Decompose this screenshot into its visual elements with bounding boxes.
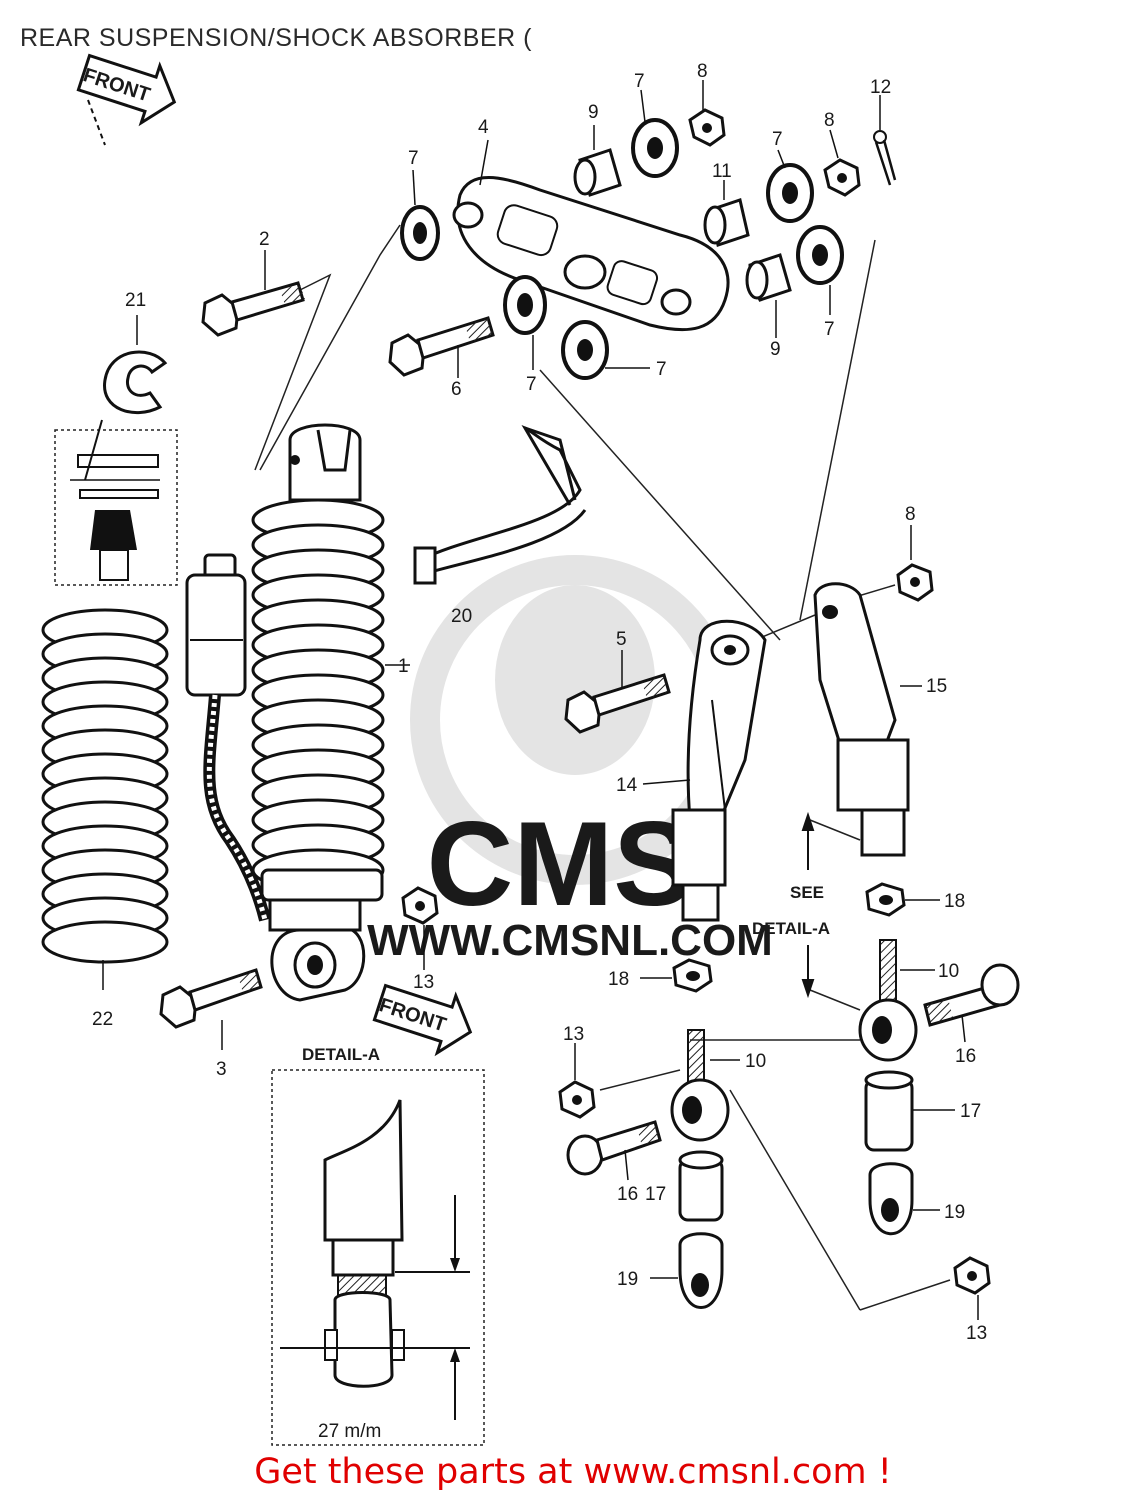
bolt-16-middle	[566, 1120, 662, 1176]
part-label-1: 1	[398, 656, 409, 677]
bolt-3	[159, 968, 263, 1029]
nut-8-b	[823, 158, 861, 197]
shock-absorber-1	[251, 423, 385, 1002]
part-label-2: 2	[259, 229, 270, 250]
part-label-7d: 7	[824, 319, 835, 340]
link-plate-4	[452, 176, 730, 332]
part-label-12: 12	[870, 77, 891, 98]
rod-end-19-right	[868, 1162, 914, 1236]
part-number-labels: 1 2 3 4 5 6 7 7 7 7 7 7 8 8 8 9 9 10 10 …	[92, 61, 987, 1344]
part-label-20: 20	[451, 606, 472, 627]
callout-ticks	[102, 80, 979, 1320]
collar-9-a	[573, 148, 622, 197]
band-20	[413, 424, 587, 585]
part-label-15: 15	[926, 676, 947, 697]
nut-8-c	[896, 563, 934, 602]
bolt-6	[388, 316, 495, 377]
part-label-10b: 10	[745, 1051, 766, 1072]
collar-11	[703, 198, 750, 247]
front-arrow-top: FRONT	[76, 53, 177, 127]
collar-9-b	[745, 253, 792, 302]
rod-end-10-right	[858, 939, 918, 1062]
part-label-8a: 8	[697, 61, 708, 82]
retainer-inset	[54, 419, 178, 586]
part-label-9a: 9	[588, 102, 599, 123]
part-label-7b: 7	[634, 71, 645, 92]
part-label-19a: 19	[944, 1202, 965, 1223]
cms-watermark: CMS WWW.CMSNL.COM	[367, 555, 773, 965]
bolt-2	[201, 281, 305, 337]
nut-13-a	[401, 886, 439, 925]
bolt-16-right	[923, 963, 1020, 1027]
nut-18-b	[672, 958, 713, 993]
washer-7-d	[796, 225, 844, 285]
arm-15	[813, 582, 910, 857]
washer-7-c	[766, 163, 814, 223]
part-label-18b: 18	[608, 969, 629, 990]
detail-a-heading: DETAIL-A	[302, 1045, 380, 1064]
rod-end-19-middle	[678, 1232, 724, 1309]
part-label-7c: 7	[772, 129, 783, 150]
part-label-13a: 13	[413, 972, 434, 993]
watermark-brand: CMS	[427, 797, 694, 931]
spring-22	[41, 608, 169, 964]
bushing-17-right	[864, 1070, 914, 1152]
part-label-8c: 8	[905, 504, 916, 525]
part-label-7a: 7	[408, 148, 419, 169]
part-label-22: 22	[92, 1009, 113, 1030]
part-label-17a: 17	[960, 1101, 981, 1122]
part-label-17b: 17	[645, 1184, 666, 1205]
nut-18-a	[865, 882, 906, 917]
part-label-3: 3	[216, 1059, 227, 1080]
part-label-8b: 8	[824, 110, 835, 131]
washer-7-b	[631, 118, 679, 178]
rod-end-10-middle	[670, 1029, 730, 1142]
dimension-label: 27 m/m	[318, 1421, 381, 1442]
part-label-4: 4	[478, 117, 489, 138]
retainer-21	[103, 350, 168, 415]
footer-cta[interactable]: Get these parts at www.cmsnl.com !	[254, 1452, 892, 1492]
bushing-17-middle	[678, 1150, 724, 1222]
watermark-url: WWW.CMSNL.COM	[367, 916, 773, 965]
nut-8-a	[688, 108, 726, 147]
see-detail-label: DETAIL-A	[752, 919, 830, 938]
part-label-13c: 13	[966, 1323, 987, 1344]
reservoir	[185, 553, 271, 922]
detail-a-box	[271, 1069, 485, 1446]
nut-13-c	[953, 1256, 991, 1295]
part-label-11: 11	[712, 161, 732, 182]
arm-14	[671, 619, 767, 922]
leader-lines	[254, 224, 951, 1311]
washer-7-a	[400, 205, 440, 261]
part-label-16a: 16	[955, 1046, 976, 1067]
see-detail-marker	[801, 811, 815, 999]
part-label-18a: 18	[944, 891, 965, 912]
nut-13-b	[558, 1080, 596, 1119]
part-label-5: 5	[616, 629, 627, 650]
part-label-14: 14	[616, 775, 638, 796]
part-label-9b: 9	[770, 339, 781, 360]
washer-7-f	[561, 320, 609, 380]
part-label-19b: 19	[617, 1269, 638, 1290]
part-label-16b: 16	[617, 1184, 638, 1205]
part-label-10a: 10	[938, 961, 959, 982]
part-label-7f: 7	[656, 359, 667, 380]
part-label-7e: 7	[526, 374, 537, 395]
page-title: REAR SUSPENSION/SHOCK ABSORBER (	[20, 24, 532, 52]
washer-7-e	[503, 275, 547, 335]
cotter-pin-12	[873, 130, 897, 186]
part-label-6: 6	[451, 379, 462, 400]
part-label-13b: 13	[563, 1024, 584, 1045]
part-label-21: 21	[125, 290, 146, 311]
bolt-5	[564, 673, 671, 734]
coil-turn	[41, 920, 169, 964]
see-label: SEE	[790, 883, 824, 902]
